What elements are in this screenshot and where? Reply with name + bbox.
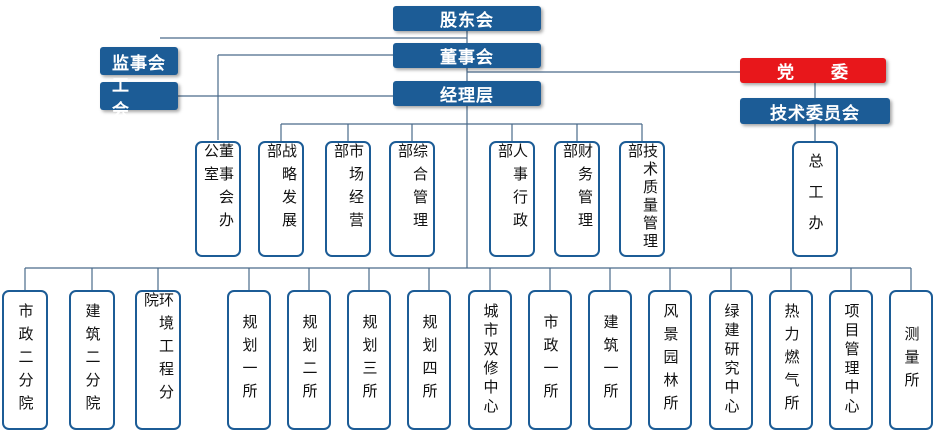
department-label: 市场经营部: [332, 143, 365, 235]
unit-box[interactable]: 规划二所: [287, 290, 331, 430]
management-box[interactable]: 经理层: [393, 81, 541, 106]
party-committee-label: 党 委: [777, 63, 849, 83]
unit-box[interactable]: 风景园林所: [648, 290, 692, 430]
chief-engineer-office-label: 总工办: [806, 152, 825, 246]
unit-label: 热力燃气所: [782, 302, 801, 418]
unit-label: 风景园林所: [661, 302, 680, 418]
unit-box[interactable]: 环境工程分院: [135, 290, 181, 430]
department-label: 综合管理部: [396, 143, 429, 235]
tech-committee-label: 技术委员会: [770, 103, 860, 124]
department-label: 人事行政部: [496, 143, 529, 235]
department-box[interactable]: 综合管理部: [389, 141, 435, 257]
unit-box[interactable]: 规划一所: [227, 290, 271, 430]
unit-label: 规划一所: [240, 314, 259, 406]
department-box[interactable]: 技术质量管理部: [619, 141, 665, 257]
unit-box[interactable]: 测量所: [889, 290, 933, 430]
supervisors-box[interactable]: 监事会: [100, 47, 178, 75]
tech-committee-box[interactable]: 技术委员会: [740, 98, 890, 124]
department-box[interactable]: 财务管理部: [554, 141, 600, 257]
unit-label: 绿建研究中心: [722, 303, 741, 417]
department-box[interactable]: 战略发展部: [258, 141, 304, 257]
unit-label: 城市双修中心: [481, 303, 500, 417]
department-label: 财务管理部: [561, 143, 594, 235]
shareholders-box[interactable]: 股东会: [393, 6, 541, 31]
unit-label: 项目管理中心: [842, 303, 861, 417]
unit-box[interactable]: 规划四所: [407, 290, 451, 430]
union-box[interactable]: 工 会: [100, 76, 178, 121]
unit-label: 规划四所: [420, 314, 439, 406]
unit-box[interactable]: 建筑一所: [588, 290, 632, 430]
unit-box[interactable]: 市政二分院: [2, 290, 48, 430]
unit-label: 市政一所: [541, 314, 560, 406]
unit-box[interactable]: 规划三所: [347, 290, 391, 430]
party-committee-box[interactable]: 党 委: [740, 58, 886, 83]
board-label: 董事会: [440, 48, 494, 68]
unit-label: 环境工程分院: [142, 292, 175, 407]
union-label: 工 会: [112, 76, 141, 121]
board-box[interactable]: 董事会: [393, 43, 541, 68]
unit-box[interactable]: 项目管理中心: [829, 290, 873, 430]
unit-label: 规划三所: [360, 314, 379, 406]
department-box[interactable]: 市场经营部: [325, 141, 371, 257]
supervisors-label: 监事会: [112, 53, 166, 74]
unit-label: 测量所: [902, 325, 921, 395]
department-box[interactable]: 董事会办公室: [195, 141, 241, 257]
department-box[interactable]: 人事行政部: [489, 141, 535, 257]
unit-box[interactable]: 热力燃气所: [769, 290, 813, 430]
department-label: 战略发展部: [265, 143, 298, 235]
department-label: 董事会办公室: [202, 143, 235, 235]
unit-box[interactable]: 绿建研究中心: [709, 290, 753, 430]
unit-label: 建筑二分院: [83, 302, 102, 418]
unit-box[interactable]: 城市双修中心: [468, 290, 512, 430]
management-label: 经理层: [440, 86, 494, 106]
unit-label: 建筑一所: [601, 314, 620, 406]
department-label: 技术质量管理部: [626, 143, 659, 251]
unit-box[interactable]: 市政一所: [528, 290, 572, 430]
unit-label: 规划二所: [300, 314, 319, 406]
shareholders-label: 股东会: [440, 11, 494, 31]
chief-engineer-office-box[interactable]: 总工办: [792, 141, 838, 257]
unit-box[interactable]: 建筑二分院: [69, 290, 115, 430]
unit-label: 市政二分院: [16, 302, 35, 418]
